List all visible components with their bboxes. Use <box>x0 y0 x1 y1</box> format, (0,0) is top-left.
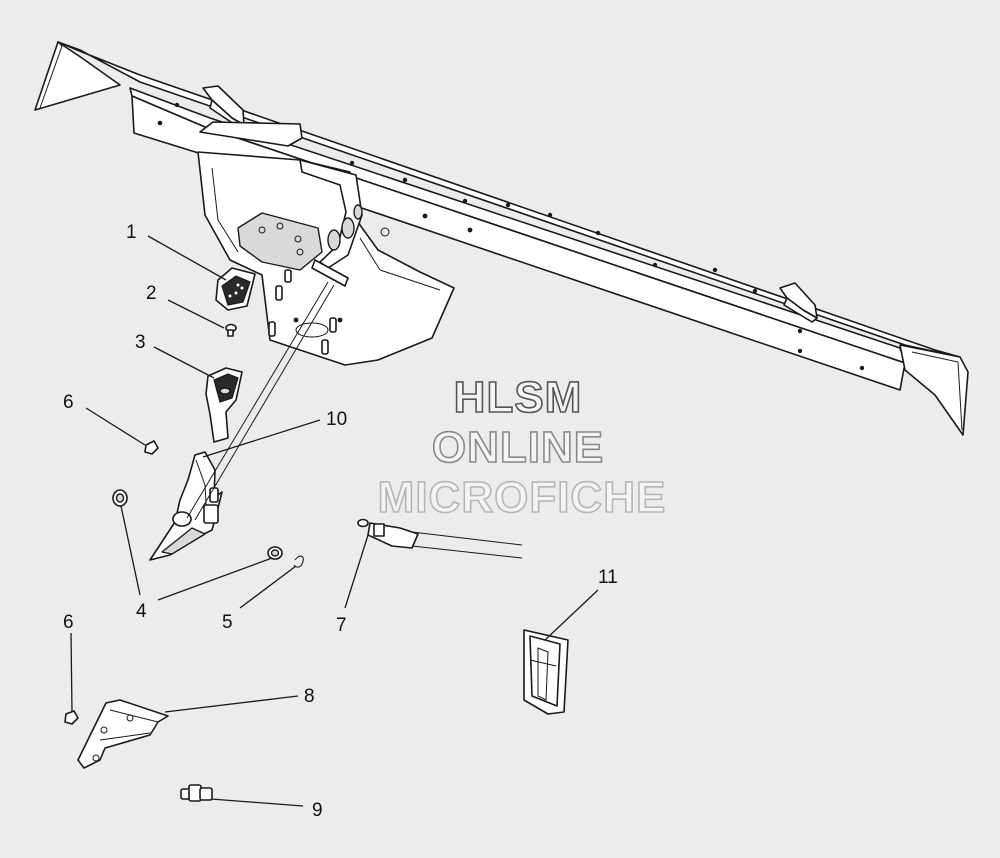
callout-3: 3 <box>135 332 146 353</box>
callout-labels: 1 2 3 6 10 4 5 7 11 6 8 9 <box>63 222 618 821</box>
callout-4: 4 <box>136 601 147 622</box>
pedal-mount-bracket <box>197 151 455 366</box>
part-10-pedal-arm <box>149 281 335 561</box>
callout-10: 10 <box>326 409 347 430</box>
watermark-line-1: HLSM <box>454 373 583 422</box>
beam-holes <box>157 102 865 371</box>
callout-1: 1 <box>126 222 137 243</box>
callout-9: 9 <box>312 800 323 821</box>
leader-lines <box>70 235 599 807</box>
part-3-handle <box>205 367 243 443</box>
part-6-nut-lower <box>64 710 79 725</box>
part-4-bushing-left <box>112 489 128 507</box>
callout-6-upper: 6 <box>63 392 74 413</box>
part-7-rod <box>357 518 523 559</box>
part-6-nut-upper <box>144 440 159 455</box>
callout-11: 11 <box>598 567 618 588</box>
part-2-screw <box>225 323 237 337</box>
part-9-bolt <box>180 784 213 802</box>
part-11-pedal-rubber <box>523 629 569 715</box>
part-8-bracket <box>77 699 169 769</box>
part-1-pedal-pad <box>215 267 256 311</box>
callout-7: 7 <box>336 615 347 636</box>
callout-2: 2 <box>146 283 157 304</box>
watermark-line-2: ONLINE <box>432 423 604 472</box>
callout-6-lower: 6 <box>63 612 74 633</box>
part-4-bushing-right <box>267 546 283 560</box>
callout-5: 5 <box>222 612 233 633</box>
part-5-clip <box>293 555 304 568</box>
watermark: HLSM ONLINE MICROFICHE <box>377 372 667 523</box>
watermark-line-3: MICROFICHE <box>378 473 667 522</box>
callout-8: 8 <box>304 686 315 707</box>
